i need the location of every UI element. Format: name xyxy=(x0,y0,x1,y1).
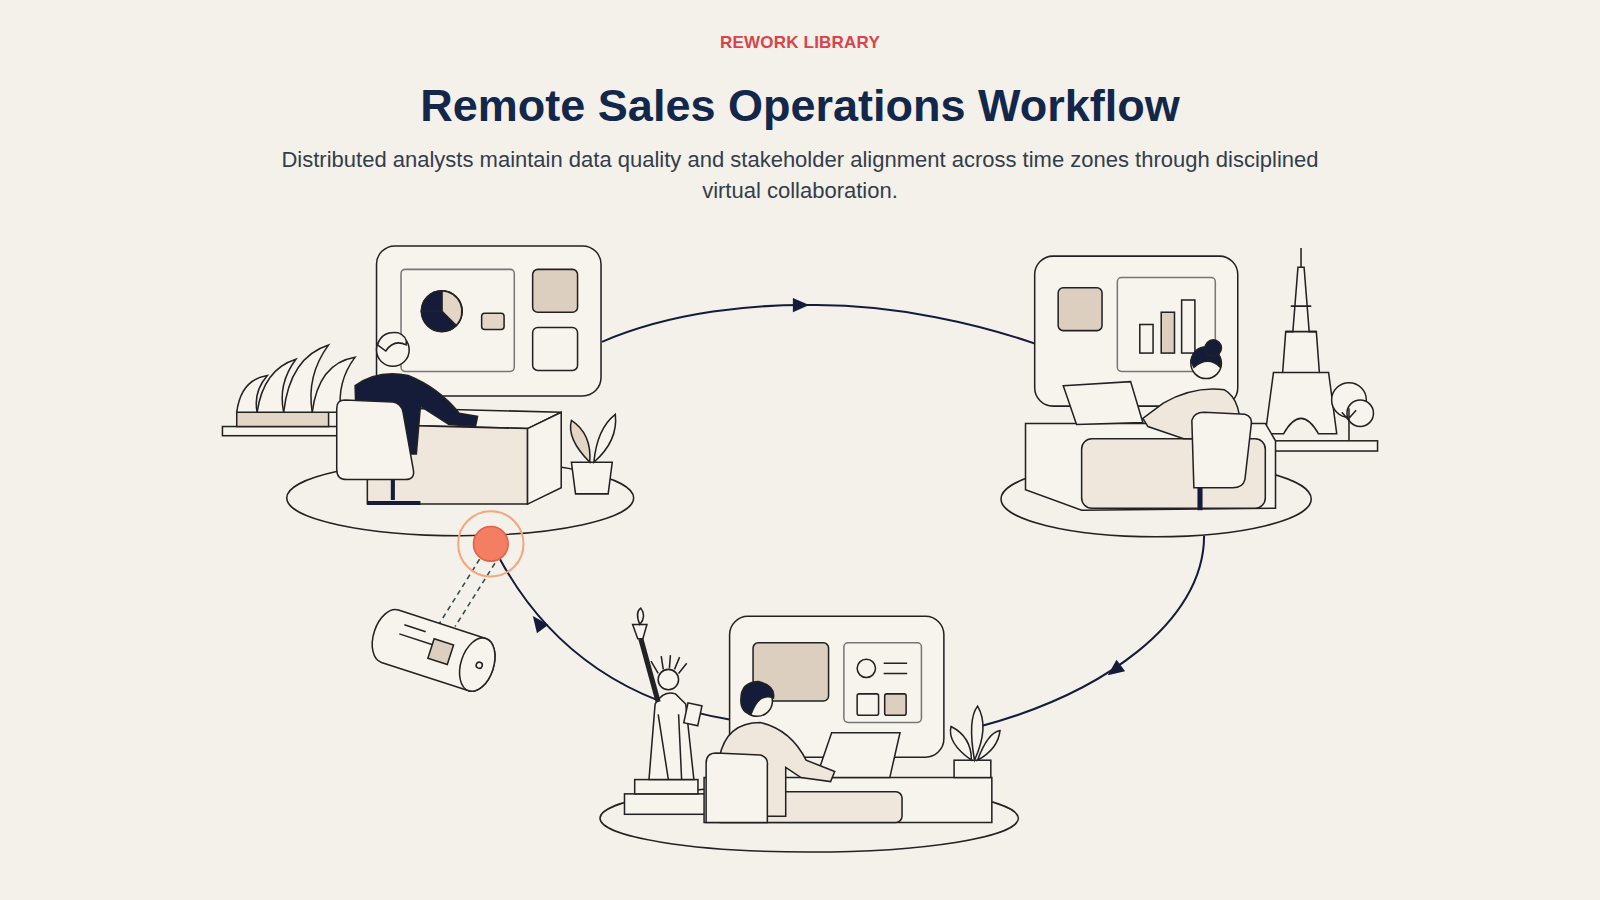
data-alert xyxy=(366,511,524,696)
page-caption: Distributed analysts maintain data quali… xyxy=(250,144,1350,206)
station-paris xyxy=(1001,248,1378,537)
station-sydney xyxy=(222,246,633,536)
page-title: Remote Sales Operations Workflow xyxy=(0,80,1600,132)
eyebrow-label: REWORK LIBRARY xyxy=(0,33,1600,53)
station-new-york xyxy=(600,608,1018,852)
